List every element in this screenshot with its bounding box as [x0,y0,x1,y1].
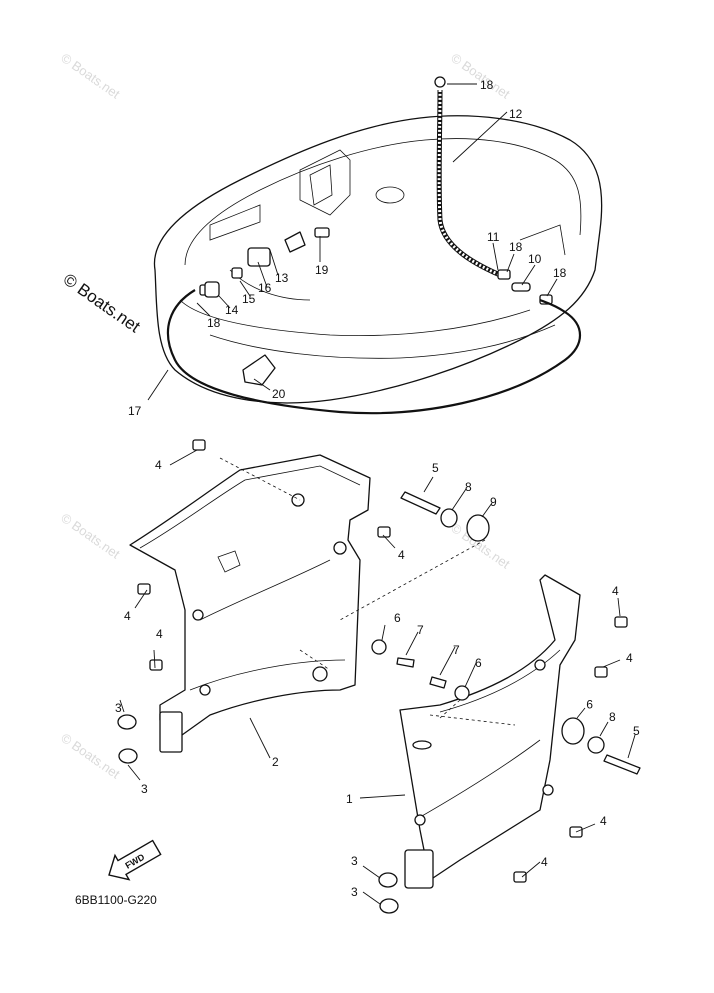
callout-18: 18 [509,240,523,254]
clip-part [434,76,446,88]
watermark: © Boats.net [58,510,123,562]
callout-18: 18 [553,266,567,280]
fasteners [117,439,641,914]
callout-4: 4 [155,458,162,472]
callout-4: 4 [156,627,163,641]
callout-4: 4 [612,584,619,598]
callout-9: 9 [490,495,497,509]
callout-6: 6 [475,656,482,670]
watermark: © Boats.net [448,50,513,102]
callout-19: 19 [315,263,329,277]
callout-17: 17 [128,404,142,418]
callout-16: 16 [258,281,272,295]
callout-3: 3 [351,885,358,899]
callout-20: 20 [272,387,286,401]
callout-9: 9 [586,697,593,711]
callout-4: 4 [600,814,607,828]
diagram-code: 6BB1100-G220 [75,893,157,907]
callout-8: 8 [609,710,616,724]
callout-3: 3 [141,782,148,796]
apron-right [399,574,581,889]
callout-5: 5 [432,461,439,475]
callout-1: 1 [346,792,353,806]
callout-4: 4 [124,609,131,623]
fwd-arrow: FWD [108,839,162,881]
fitting-parts [199,227,330,386]
callout-7: 7 [453,643,460,657]
callout-18: 18 [480,78,494,92]
callout-6: 6 [394,611,401,625]
callout-10: 10 [528,252,542,266]
watermark-main: © Boats.net [60,270,144,337]
hose-17 [166,289,581,415]
apron-left [129,454,371,753]
callout-15: 15 [242,292,256,306]
drain-hose-assembly [434,76,553,305]
callout-5: 5 [633,724,640,738]
callout-11: 11 [487,230,500,244]
callout-12: 12 [509,107,523,121]
joint-part [511,282,531,292]
callout-7: 7 [417,623,424,637]
callout-3: 3 [351,854,358,868]
callout-4: 4 [541,855,548,869]
leader-lines [119,83,636,905]
watermark: © Boats.net [58,730,123,782]
clip-part [497,269,511,280]
callout-3: 3 [115,701,122,715]
callout-13: 13 [275,271,289,285]
callout-2: 2 [272,755,279,769]
callout-4: 4 [626,651,633,665]
callout-18: 18 [207,316,221,330]
watermark: © Boats.net [58,50,123,102]
callout-8: 8 [465,480,472,494]
callout-4: 4 [398,548,405,562]
callout-14: 14 [225,303,239,317]
callouts: 18 12 11 18 10 18 19 13 16 15 14 18 20 1… [115,78,640,899]
bottom-cowling [153,115,603,404]
